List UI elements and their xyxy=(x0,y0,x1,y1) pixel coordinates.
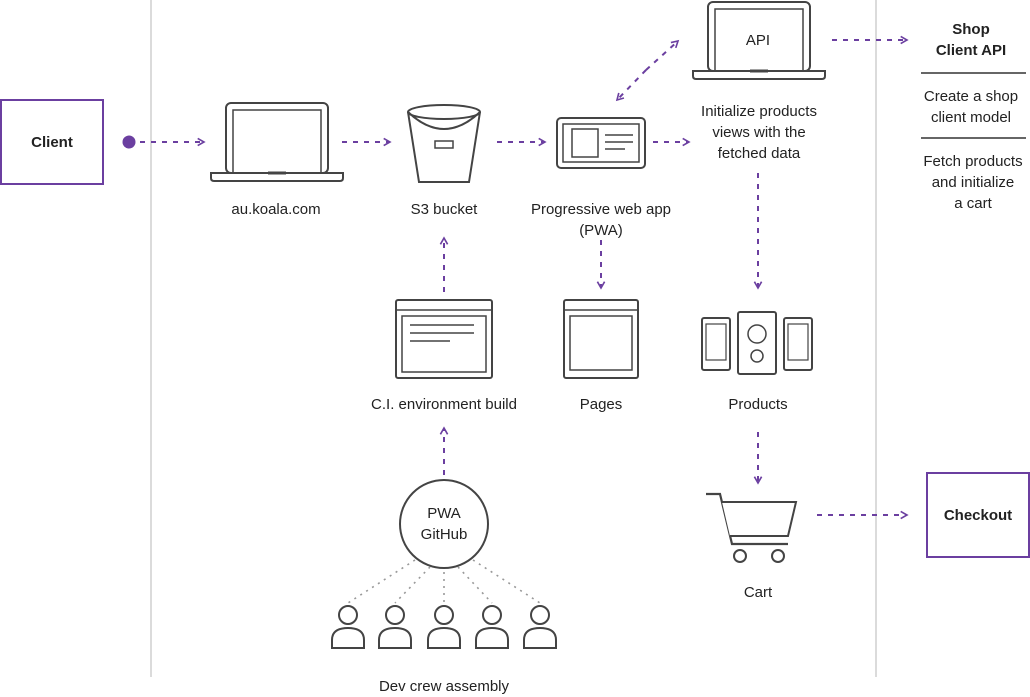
browser-window-icon xyxy=(395,299,493,379)
page-window-icon xyxy=(563,299,639,379)
laptop-icon xyxy=(210,102,344,182)
person-icon xyxy=(523,605,557,649)
checkout-box xyxy=(926,472,1030,558)
cart-label: Cart xyxy=(743,584,773,601)
shopping-cart-icon xyxy=(706,492,798,563)
github-circle xyxy=(399,479,489,569)
init-views-label: Initialize products views with the fetch… xyxy=(701,103,817,162)
client-label: Client xyxy=(31,133,73,151)
products-label: Products xyxy=(728,396,788,413)
dev-crew-label: Dev crew assembly xyxy=(378,678,510,695)
bucket-icon xyxy=(407,104,481,183)
web-app-card-icon xyxy=(556,117,646,169)
laptop-icon xyxy=(692,1,826,80)
person-icon xyxy=(475,605,509,649)
person-icon xyxy=(331,605,365,649)
flow-arrows xyxy=(140,35,909,520)
ci-build-label: C.I. environment build xyxy=(371,396,517,413)
shop-api-step-fetch: Fetch products and initialize a cart xyxy=(923,153,1023,212)
shop-api-separators xyxy=(921,72,1026,139)
person-icon xyxy=(378,605,412,649)
devices-icon xyxy=(701,311,813,375)
person-icon xyxy=(427,605,461,649)
github-label: PWA GitHub xyxy=(420,505,468,543)
shop-api-step-create: Create a shop client model xyxy=(923,88,1019,126)
pwa-label: Progressive web app (PWA) xyxy=(530,201,672,239)
shop-api-title: Shop Client API xyxy=(935,21,1007,59)
checkout-label: Checkout xyxy=(943,506,1013,524)
pages-label: Pages xyxy=(579,396,623,413)
arrow-api-pwa-forward xyxy=(645,39,680,71)
arrow-api-pwa-back xyxy=(615,69,647,102)
s3-bucket-label: S3 bucket xyxy=(410,201,478,218)
domain-label: au.koala.com xyxy=(231,201,321,218)
api-label: API xyxy=(745,32,771,49)
crew-connectors xyxy=(347,559,541,604)
client-dot xyxy=(122,135,136,149)
client-box xyxy=(0,99,104,185)
